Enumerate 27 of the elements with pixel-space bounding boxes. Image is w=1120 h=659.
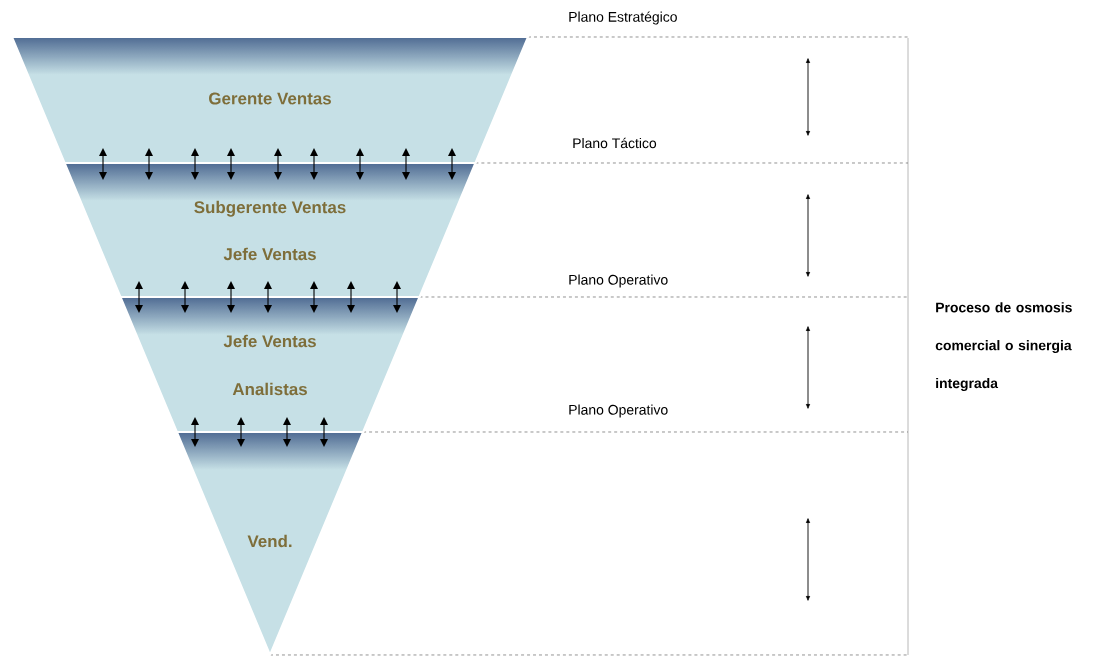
- arrow: [356, 148, 364, 180]
- arrow: [448, 148, 456, 180]
- arrow: [264, 281, 272, 313]
- arrow: [191, 417, 199, 447]
- arrow: [347, 281, 355, 313]
- arrow: [274, 148, 282, 180]
- arrow: [227, 281, 235, 313]
- arrow: [320, 417, 328, 447]
- arrow: [310, 148, 318, 180]
- process-note: Proceso de osmosis comercial o sinergia integrada: [935, 302, 1072, 391]
- plane-label: Plano Táctico: [573, 137, 657, 149]
- plane-label: Plano Operativo: [569, 274, 668, 288]
- plane-label: Plano Estratégico: [569, 11, 677, 25]
- arrow: [99, 148, 107, 180]
- arrow: [181, 281, 189, 313]
- arrow: [135, 281, 143, 313]
- arrow: [283, 417, 291, 447]
- pyramid-band: Jefe Ventas Analistas: [119, 296, 421, 433]
- arrow: [145, 148, 153, 180]
- pyramid-band: Subgerente Ventas Jefe Ventas: [63, 162, 477, 298]
- arrow: [393, 281, 401, 313]
- plane-label: Plano Operativo: [569, 404, 668, 418]
- arrow: [402, 148, 410, 180]
- arrow: [227, 148, 235, 180]
- arrow: [237, 417, 245, 447]
- arrow: [191, 148, 199, 180]
- arrow: [310, 281, 318, 313]
